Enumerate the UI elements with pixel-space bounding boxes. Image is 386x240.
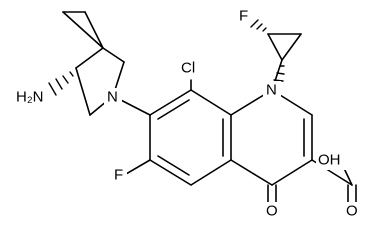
label-masks [14, 7, 361, 220]
bond-lines [62, 11, 357, 209]
hashed-bond-n-cyclopropyl [273, 65, 285, 82]
atom-labels: H₂N N N Cl F F O O OH [16, 8, 358, 220]
amino-label: H₂N [16, 89, 44, 106]
hashed-bond-amine [48, 67, 77, 96]
acid-oxygen-label: O [346, 203, 358, 220]
chloro-label: Cl [181, 60, 195, 77]
pyrrolidine-nitrogen-label: N [107, 89, 118, 106]
cyclopropyl-fluoro-label: F [239, 8, 248, 25]
acid-hydroxyl-label: OH [318, 152, 341, 169]
molecule-structure: H₂N N N Cl F F O O OH [14, 7, 361, 220]
hashed-bond-fluoro [250, 19, 267, 32]
ring-fluoro-label: F [114, 167, 123, 184]
quinolone-nitrogen-label: N [266, 82, 277, 99]
ketone-oxygen-label: O [266, 203, 278, 220]
